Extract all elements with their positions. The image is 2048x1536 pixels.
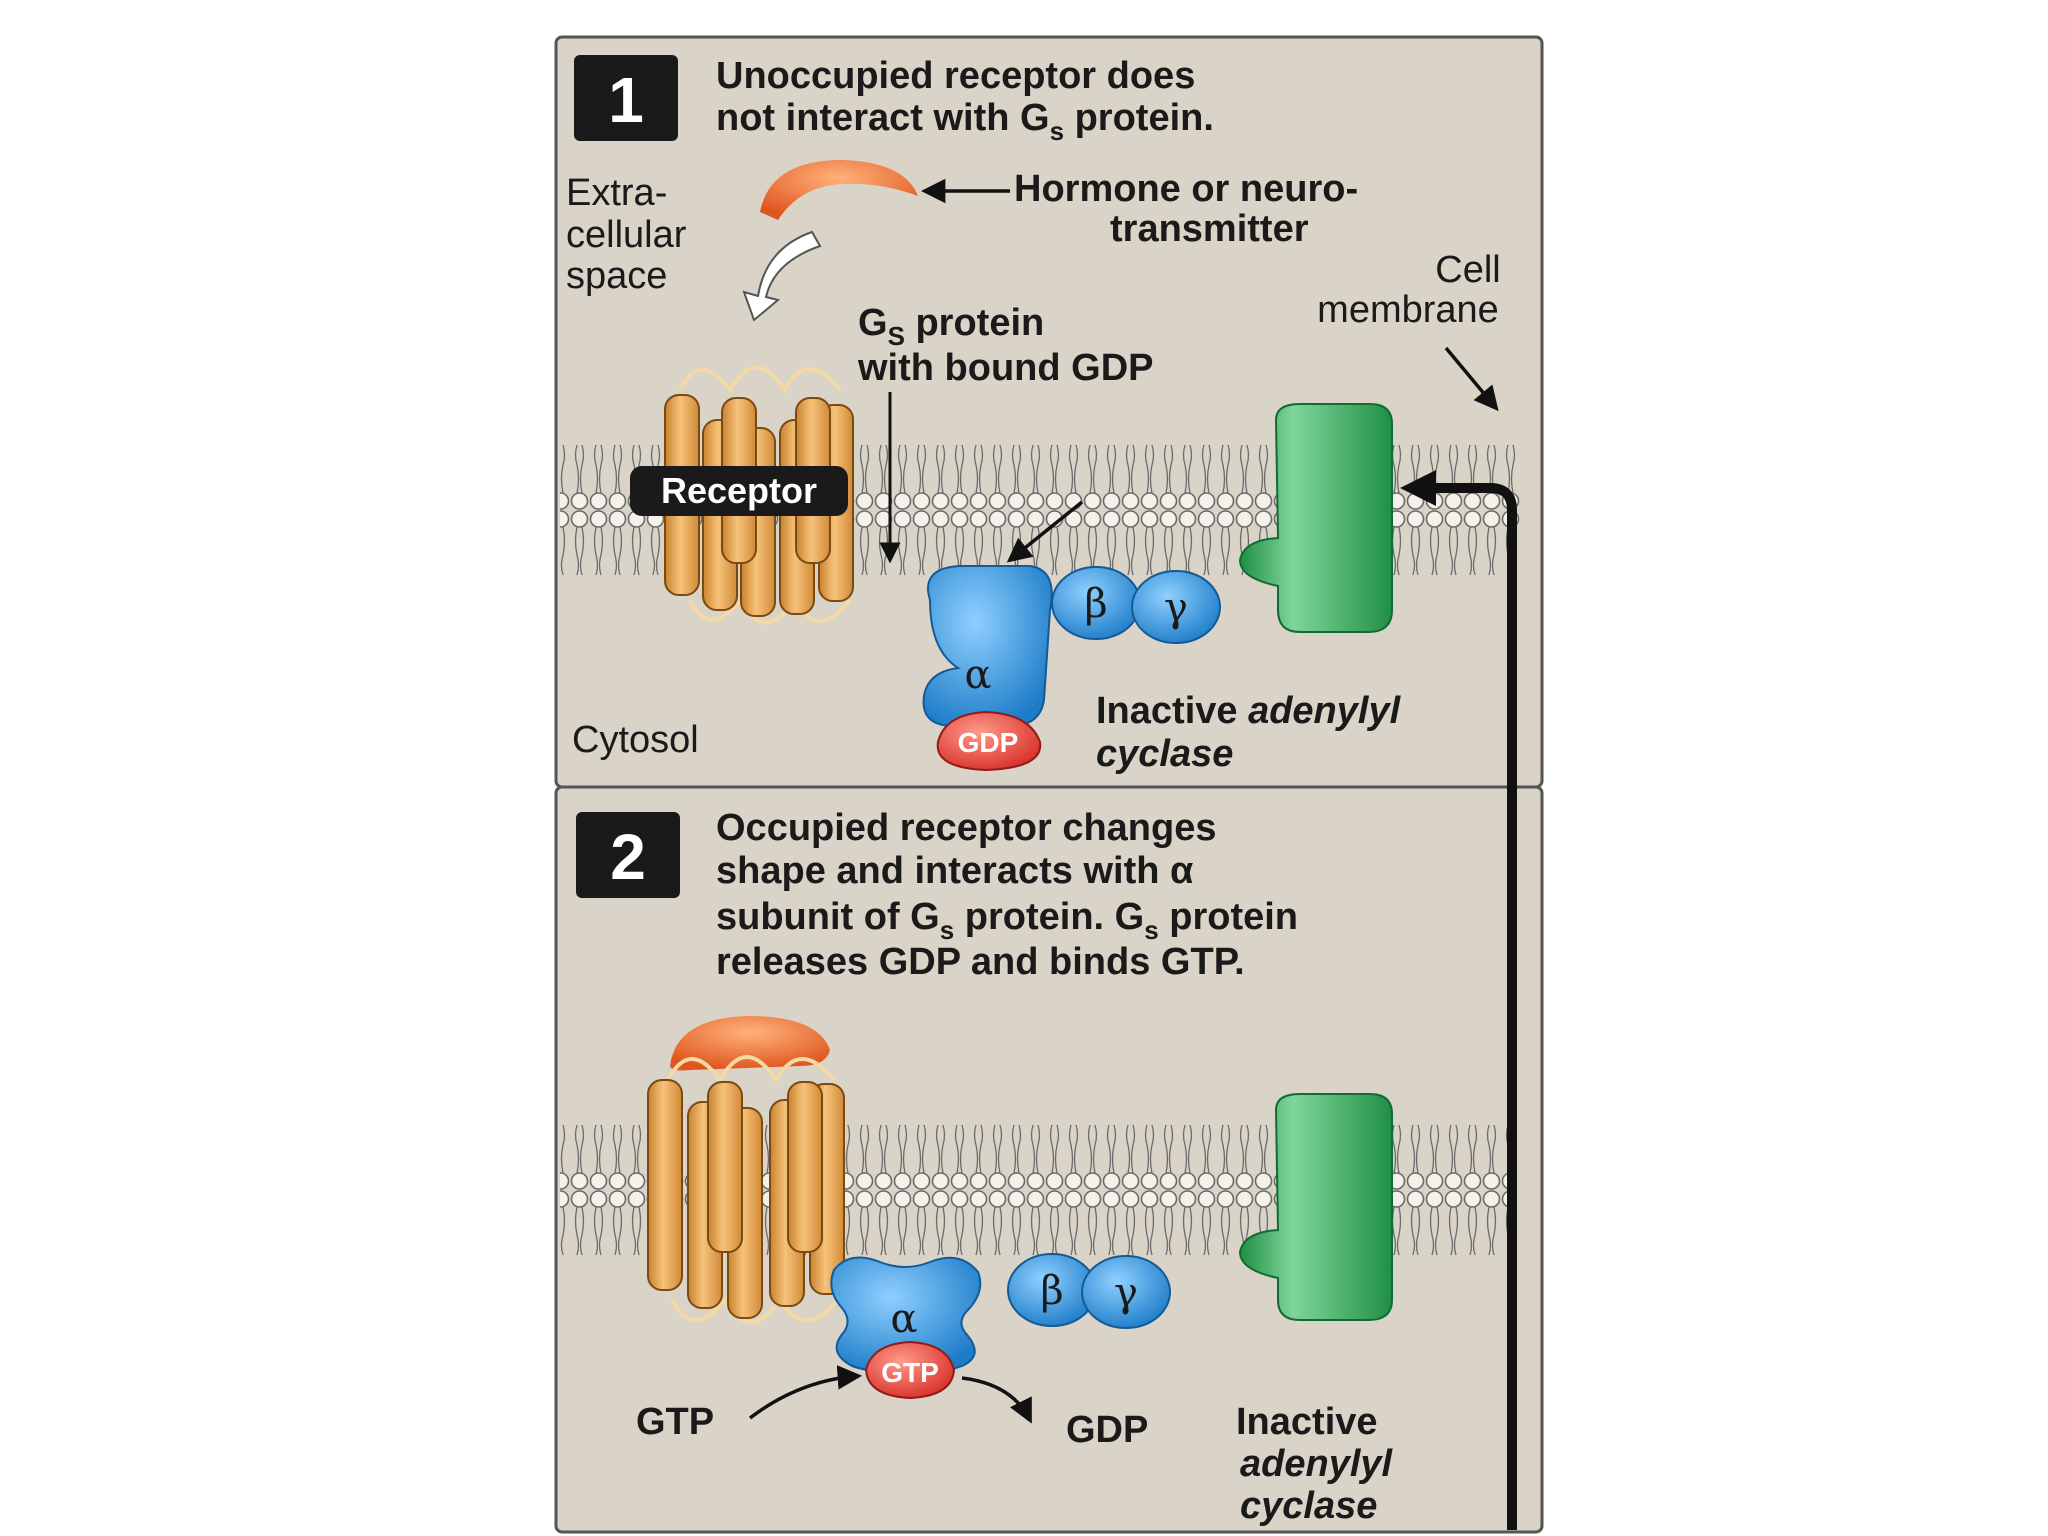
extracellular-label-3: space: [566, 255, 667, 297]
g-beta-label-1: β: [1084, 581, 1107, 627]
inactive-cyclase-label-2-line2: adenylyl: [1240, 1443, 1394, 1485]
panel-1: 1 Unoccupied receptor does not interact …: [554, 35, 1544, 789]
g-alpha-label-2: α: [890, 1296, 917, 1342]
g-alpha-label-1: α: [964, 652, 991, 698]
gtp-label: GTP: [636, 1401, 714, 1443]
extracellular-label-2: cellular: [566, 214, 687, 256]
gdp-label-2: GDP: [1066, 1409, 1148, 1451]
panel-2-title-line4: releases GDP and binds GTP.: [716, 941, 1245, 983]
g-gamma-subunit-1: [1131, 570, 1221, 644]
cell-membrane-label-1: Cell: [1435, 249, 1500, 291]
receptor-label-badge: [630, 466, 848, 516]
g-beta-label-2: β: [1040, 1268, 1063, 1314]
panel-1-title-line2: not interact with Gs protein.: [716, 97, 1214, 146]
hormone-molecule-2: [670, 1016, 830, 1071]
hormone-label-line2: transmitter: [1110, 208, 1309, 250]
return-arrow-head: [1400, 470, 1436, 506]
hormone-label-line1: Hormone or neuro-: [1014, 168, 1358, 210]
g-alpha-subunit-2: [830, 1256, 982, 1373]
return-arrow-bar: [1420, 483, 1517, 1530]
cell-membrane-label-2: membrane: [1317, 289, 1499, 331]
gtp-molecule: [864, 1340, 956, 1400]
cell-membrane-pointer: [1444, 346, 1499, 412]
g-gamma-subunit-2: [1081, 1255, 1171, 1329]
g-gamma-label-2: γ: [1114, 1270, 1138, 1316]
extracellular-label-1: Extra-: [566, 172, 667, 214]
g-alpha-subunit-1: [922, 565, 1053, 727]
panel-2-title-line3: subunit of Gs protein. Gs protein: [716, 896, 1298, 945]
inactive-cyclase-label-2-line1: Inactive: [1236, 1401, 1378, 1443]
gdp-label-1: GDP: [958, 727, 1019, 758]
panel-1-title-line1: Unoccupied receptor does: [716, 55, 1195, 97]
step-2-number: 2: [610, 821, 646, 893]
inactive-cyclase-label-1-line2: cyclase: [1096, 733, 1233, 775]
hormone-binding-arrow-icon: [742, 230, 822, 322]
inactive-cyclase-label-2-line3: cyclase: [1240, 1485, 1377, 1527]
adenylyl-cyclase-1: [1238, 403, 1393, 633]
panel-2-title-line1: Occupied receptor changes: [716, 807, 1217, 849]
g-gamma-label-1: γ: [1164, 585, 1188, 631]
receptor-label: Receptor: [661, 470, 817, 511]
gs-protein-label-line1: GS protein: [858, 302, 1044, 351]
receptor-2: [647, 1055, 845, 1324]
adenylyl-cyclase-2: [1238, 1093, 1393, 1321]
gtp-badge-label: GTP: [881, 1357, 939, 1388]
inactive-cyclase-label-1-line1: Inactive adenylyl: [1096, 690, 1402, 732]
step-1-number: 1: [608, 64, 644, 136]
gs-protein-label-line2: with bound GDP: [857, 347, 1154, 389]
gtp-in-arrow: [748, 1365, 863, 1420]
cytosol-label: Cytosol: [572, 719, 699, 761]
hormone-molecule-1: [760, 160, 918, 220]
panel-2: 2 Occupied receptor changes shape and in…: [554, 785, 1544, 1534]
gdp-out-arrow: [961, 1376, 1032, 1424]
panel-2-title-line2: shape and interacts with α: [716, 850, 1193, 892]
gs-protein-pointer-diagonal: [1006, 500, 1084, 563]
step-1-badge: [574, 55, 678, 141]
gdp-molecule-1: [936, 710, 1042, 772]
step-2-badge: [576, 812, 680, 898]
